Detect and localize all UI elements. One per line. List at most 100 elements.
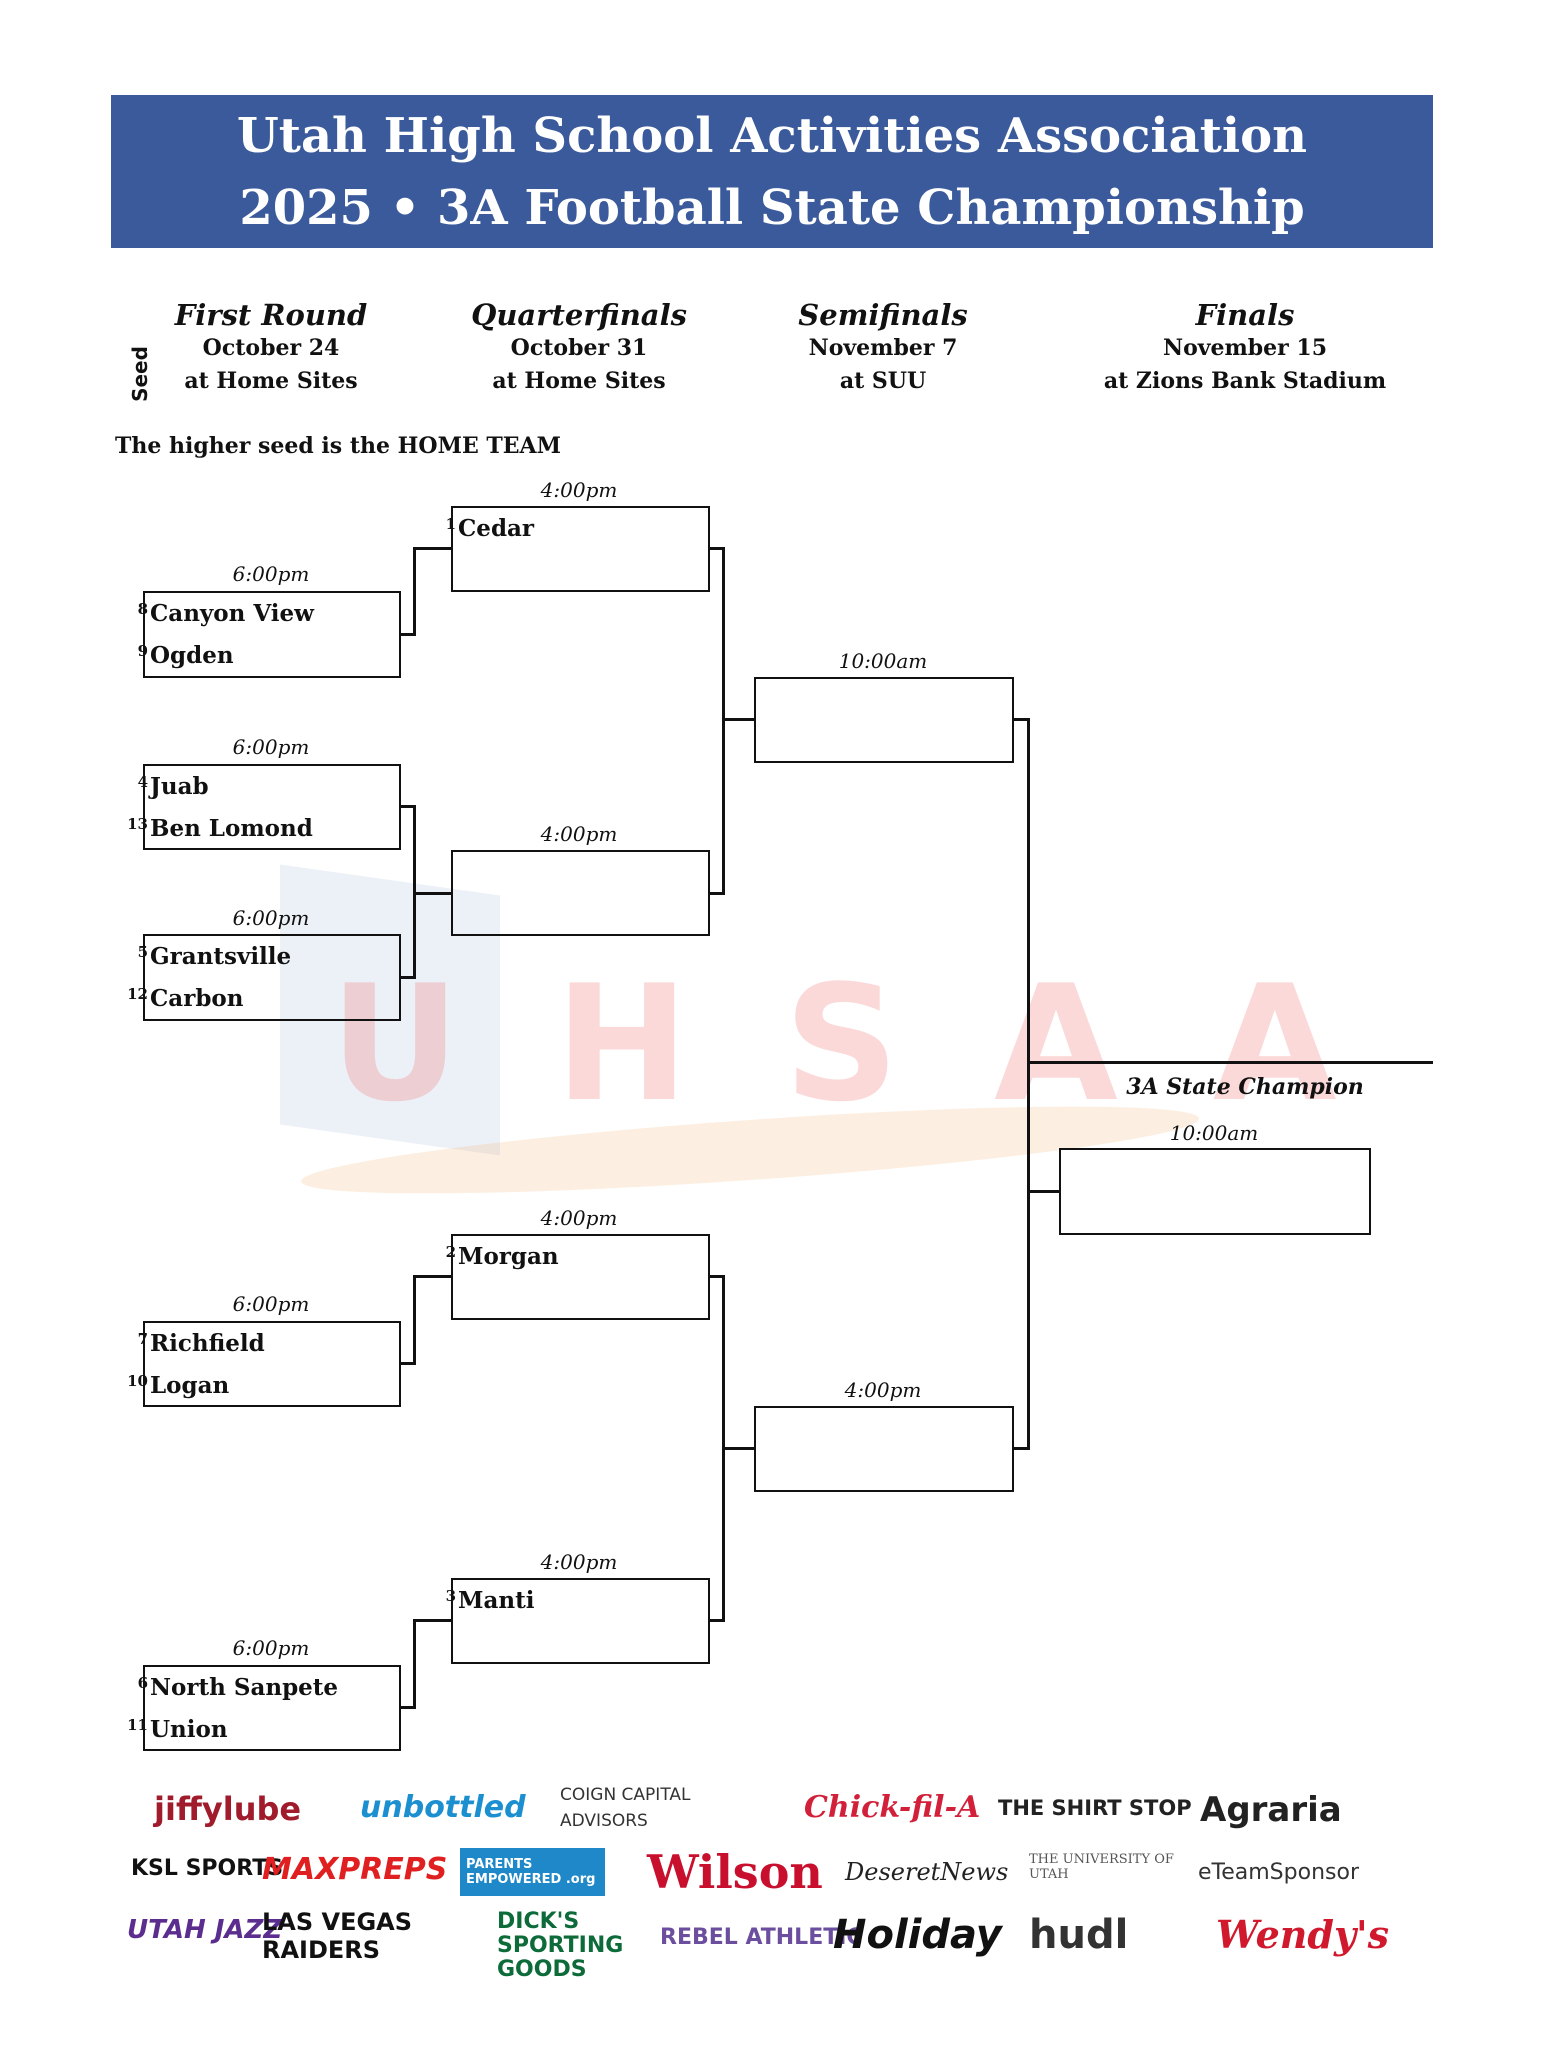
round-title: First Round [174, 298, 368, 332]
sponsor-logo-unbottled: unbottled [360, 1790, 526, 1825]
connector [400, 1706, 415, 1709]
round-title: Finals [1195, 298, 1295, 332]
seed-number: 3 [445, 1587, 456, 1605]
final-match [1059, 1148, 1371, 1235]
sponsor-logo-holiday: Holiday [833, 1912, 1002, 1958]
connector [722, 1447, 754, 1450]
title-line-1: Utah High School Activities Association [236, 108, 1308, 164]
connector [413, 547, 451, 550]
sponsor-logo-chick-fil-a: Chick-fil-A [804, 1790, 981, 1825]
seed-number: 13 [127, 815, 148, 833]
connector [413, 548, 416, 636]
sponsor-logo-las-vegas-raiders: LAS VEGAS RAIDERS [262, 1908, 413, 1964]
round-venue: at Home Sites [184, 368, 358, 394]
sponsor-logo-maxpreps: MAXPREPS [262, 1852, 448, 1887]
connector [709, 1275, 724, 1278]
round-venue: at Home Sites [492, 368, 666, 394]
round-venue: at SUU [839, 368, 927, 394]
connector [413, 1276, 416, 1365]
sponsor-logo-eteamsponsor: eTeamSponsor [1198, 1860, 1359, 1885]
quarterfinal-match-2 [451, 850, 710, 936]
sponsor-logo-ksl-sports: KSL SPORTS [131, 1856, 284, 1881]
connector [400, 976, 415, 979]
sponsor-logo-utah-jazz: UTAH JAZZ [127, 1915, 283, 1945]
match-time: 4:00pm [844, 1378, 922, 1402]
title-banner: Utah High School Activities Association … [111, 95, 1433, 248]
round-header-finals: Finals November 15 at Zions Bank Stadium [1095, 298, 1395, 398]
seed-number: 7 [137, 1330, 148, 1348]
sponsor-logo-shirt-stop: THE SHIRT STOP [998, 1796, 1192, 1820]
seed-number: 9 [137, 642, 148, 660]
round-date: October 31 [510, 335, 648, 361]
home-team-note: The higher seed is the HOME TEAM [115, 433, 561, 459]
round-header-semifinals: Semifinals November 7 at SUU [733, 298, 1033, 398]
round-header-quarterfinals: Quarterfinals October 31 at Home Sites [429, 298, 729, 398]
match-time: 6:00pm [232, 1292, 310, 1316]
connector [400, 805, 415, 808]
seed-number: 6 [137, 1674, 148, 1692]
sponsor-logo-parents-empowered: PARENTS EMPOWERED .org [460, 1848, 605, 1896]
round-header-first: First Round October 24 at Home Sites [121, 298, 421, 398]
connector [400, 1362, 415, 1365]
match-time: 6:00pm [232, 906, 310, 930]
connector [1013, 718, 1029, 721]
connector [1027, 1190, 1059, 1193]
connector [413, 1620, 416, 1709]
sponsor-logo-wilson: Wilson [647, 1845, 823, 1899]
match-time: 4:00pm [540, 1206, 618, 1230]
seed-number: 8 [137, 600, 148, 618]
seed-column-label: Seed [127, 346, 152, 402]
connector [709, 892, 724, 895]
sponsor-logo-coign-capital: COIGN CAPITAL ADVISORS [560, 1785, 691, 1831]
match-time: 4:00pm [540, 822, 618, 846]
match-time: 10:00am [838, 649, 928, 673]
connector [709, 1619, 724, 1622]
sponsor-logo-jiffylube: jiffylube [154, 1790, 302, 1828]
connector [722, 718, 754, 721]
uhsaa-watermark: UHSAA [330, 950, 1432, 1137]
connector [413, 892, 451, 895]
match-time: 4:00pm [540, 478, 618, 502]
match-time: 6:00pm [232, 1636, 310, 1660]
sponsor-logo-university-of-utah: THE UNIVERSITY OF UTAH [1029, 1852, 1174, 1882]
sponsor-logo-deseret-news: DeseretNews [845, 1858, 1009, 1886]
seed-number: 2 [445, 1243, 456, 1261]
match-time: 6:00pm [232, 562, 310, 586]
sponsor-logo-dicks: DICK'S SPORTING GOODS [497, 1909, 624, 1982]
semifinal-match-1 [754, 677, 1014, 763]
round-title: Semifinals [798, 298, 968, 332]
round-date: October 24 [202, 335, 340, 361]
seed-number: 1 [445, 515, 456, 533]
sponsor-logo-agraria: Agraria [1200, 1790, 1342, 1830]
connector [709, 547, 724, 550]
connector [400, 633, 415, 636]
sponsor-logo-rebel-athletic: REBEL ATHLETIC [660, 1925, 863, 1950]
sponsor-logo-hudl: hudl [1029, 1912, 1129, 1958]
connector [722, 547, 725, 895]
sponsor-logo-wendys: Wendy's [1216, 1912, 1390, 1957]
round-date: November 7 [808, 335, 958, 361]
round-date: November 15 [1162, 335, 1328, 361]
match-time: 10:00am [1169, 1121, 1259, 1145]
seed-number: 12 [127, 985, 148, 1003]
